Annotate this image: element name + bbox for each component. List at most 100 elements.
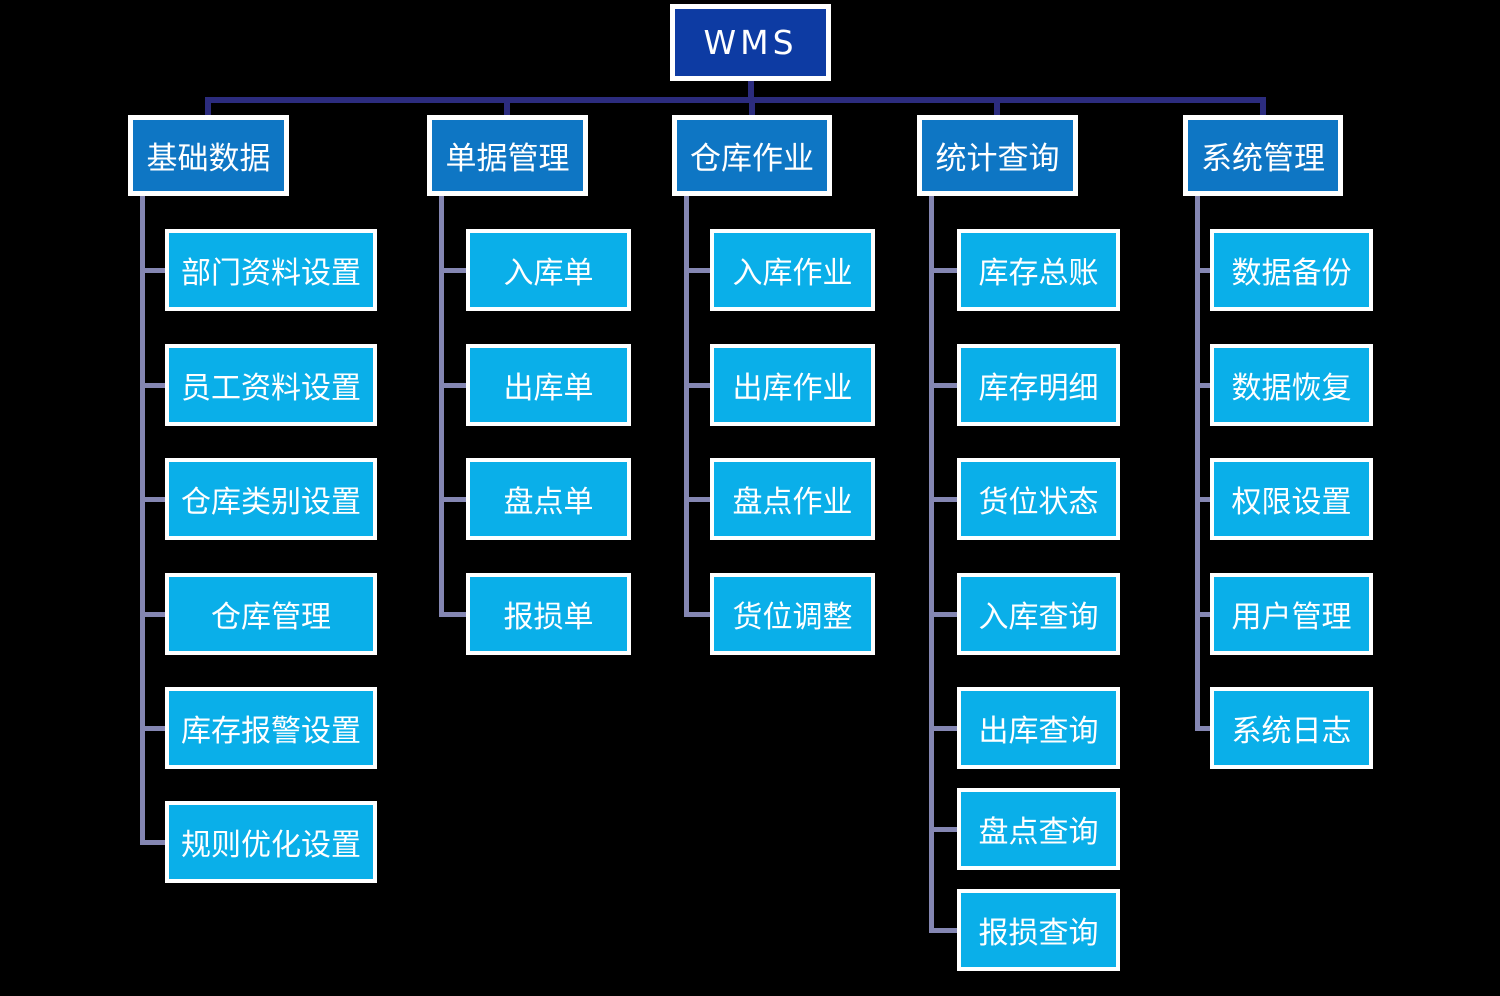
connector-elbow-0-4 (140, 726, 170, 731)
node-leaf-inbound-order: 入库单 (466, 229, 631, 311)
node-leaf-warehouse-category: 仓库类别设置 (165, 458, 377, 540)
node-leaf-stock-alarm: 库存报警设置 (165, 687, 377, 769)
node-leaf-count-work: 盘点作业 (710, 458, 875, 540)
connector-elbow-3-4 (929, 726, 961, 731)
leaf-label: 出库作业 (732, 371, 853, 406)
connector-elbow-3-0 (929, 268, 961, 273)
node-leaf-warehouse-mgmt: 仓库管理 (165, 573, 377, 655)
leaf-label: 盘点查询 (978, 815, 1099, 850)
node-leaf-dept-settings: 部门资料设置 (165, 229, 377, 311)
node-branch-stats-query: 统计查询 (917, 115, 1078, 196)
leaf-label: 库存总账 (978, 256, 1099, 291)
node-leaf-count-order: 盘点单 (466, 458, 631, 540)
connector-trunk-branch-2 (684, 196, 689, 617)
node-leaf-data-backup: 数据备份 (1210, 229, 1373, 311)
connector-stub-branch-4 (1260, 97, 1266, 115)
connector-elbow-1-3 (439, 612, 470, 617)
connector-elbow-0-0 (140, 268, 170, 273)
node-leaf-count-query: 盘点查询 (957, 788, 1120, 870)
branch-label: 基础数据 (146, 141, 271, 177)
connector-stub-branch-2 (749, 97, 755, 115)
connector-elbow-3-3 (929, 612, 961, 617)
node-leaf-slot-status: 货位状态 (957, 458, 1120, 540)
node-leaf-outbound-order: 出库单 (466, 344, 631, 426)
leaf-label: 入库单 (503, 256, 594, 291)
node-leaf-permission-settings: 权限设置 (1210, 458, 1373, 540)
node-leaf-slot-adjust: 货位调整 (710, 573, 875, 655)
branch-label: 单据管理 (445, 141, 570, 177)
leaf-label: 规则优化设置 (181, 828, 361, 863)
connector-trunk-branch-1 (439, 196, 444, 617)
connector-elbow-4-0 (1195, 268, 1215, 273)
connector-elbow-2-3 (684, 612, 714, 617)
connector-stub-branch-3 (994, 97, 1000, 115)
node-branch-document-mgmt: 单据管理 (427, 115, 588, 196)
connector-elbow-1-0 (439, 268, 470, 273)
node-branch-basic-data: 基础数据 (128, 115, 289, 196)
leaf-label: 报损单 (503, 600, 594, 635)
connector-trunk-branch-3 (929, 196, 934, 933)
connector-elbow-4-1 (1195, 383, 1215, 388)
node-leaf-damage-order: 报损单 (466, 573, 631, 655)
node-leaf-user-mgmt: 用户管理 (1210, 573, 1373, 655)
connector-elbow-3-2 (929, 497, 961, 502)
connector-elbow-4-2 (1195, 497, 1215, 502)
connector-elbow-3-1 (929, 383, 961, 388)
leaf-label: 部门资料设置 (181, 256, 361, 291)
leaf-label: 权限设置 (1231, 485, 1352, 520)
connector-stub-branch-0 (205, 97, 211, 115)
node-branch-warehouse-ops: 仓库作业 (672, 115, 832, 196)
leaf-label: 入库作业 (732, 256, 853, 291)
node-leaf-damage-query: 报损查询 (957, 889, 1120, 971)
branch-label: 系统管理 (1201, 141, 1325, 177)
connector-trunk-branch-4 (1195, 196, 1200, 731)
connector-trunk-branch-0 (140, 196, 145, 845)
leaf-label: 数据备份 (1231, 256, 1352, 291)
leaf-label: 员工资料设置 (181, 371, 361, 406)
leaf-label: 报损查询 (978, 916, 1099, 951)
leaf-label: 系统日志 (1231, 714, 1352, 749)
connector-root-stem (748, 80, 754, 103)
connector-stub-branch-1 (504, 97, 510, 115)
node-branch-system-mgmt: 系统管理 (1183, 115, 1343, 196)
connector-elbow-2-1 (684, 383, 714, 388)
connector-elbow-3-5 (929, 827, 961, 832)
connector-top-horizontal (205, 97, 1266, 103)
leaf-label: 盘点单 (503, 485, 594, 520)
connector-elbow-3-6 (929, 928, 961, 933)
leaf-label: 货位调整 (732, 600, 853, 635)
leaf-label: 库存明细 (978, 371, 1099, 406)
leaf-label: 货位状态 (978, 485, 1099, 520)
node-leaf-data-restore: 数据恢复 (1210, 344, 1373, 426)
connector-elbow-1-2 (439, 497, 470, 502)
leaf-label: 入库查询 (978, 600, 1099, 635)
branch-label: 统计查询 (935, 141, 1060, 177)
leaf-label: 用户管理 (1231, 600, 1352, 635)
connector-elbow-1-1 (439, 383, 470, 388)
leaf-label: 库存报警设置 (181, 714, 361, 749)
connector-elbow-2-0 (684, 268, 714, 273)
node-leaf-rule-optimization: 规则优化设置 (165, 801, 377, 883)
leaf-label: 出库查询 (978, 714, 1099, 749)
connector-elbow-2-2 (684, 497, 714, 502)
leaf-label: 盘点作业 (732, 485, 853, 520)
connector-elbow-0-3 (140, 612, 170, 617)
branch-label: 仓库作业 (690, 141, 814, 177)
connector-elbow-0-5 (140, 840, 170, 845)
connector-elbow-4-3 (1195, 612, 1215, 617)
node-root-wms: WMS (670, 4, 831, 81)
connector-elbow-0-2 (140, 497, 170, 502)
node-leaf-system-log: 系统日志 (1210, 687, 1373, 769)
leaf-label: 仓库管理 (211, 600, 331, 635)
leaf-label: 数据恢复 (1231, 371, 1352, 406)
connector-elbow-4-4 (1195, 726, 1215, 731)
connector-elbow-0-1 (140, 383, 170, 388)
leaf-label: 仓库类别设置 (181, 485, 361, 520)
leaf-label: 出库单 (503, 371, 594, 406)
node-leaf-outbound-query: 出库查询 (957, 687, 1120, 769)
node-leaf-stock-ledger: 库存总账 (957, 229, 1120, 311)
node-leaf-stock-detail: 库存明细 (957, 344, 1120, 426)
node-leaf-employee-settings: 员工资料设置 (165, 344, 377, 426)
node-leaf-inbound-query: 入库查询 (957, 573, 1120, 655)
